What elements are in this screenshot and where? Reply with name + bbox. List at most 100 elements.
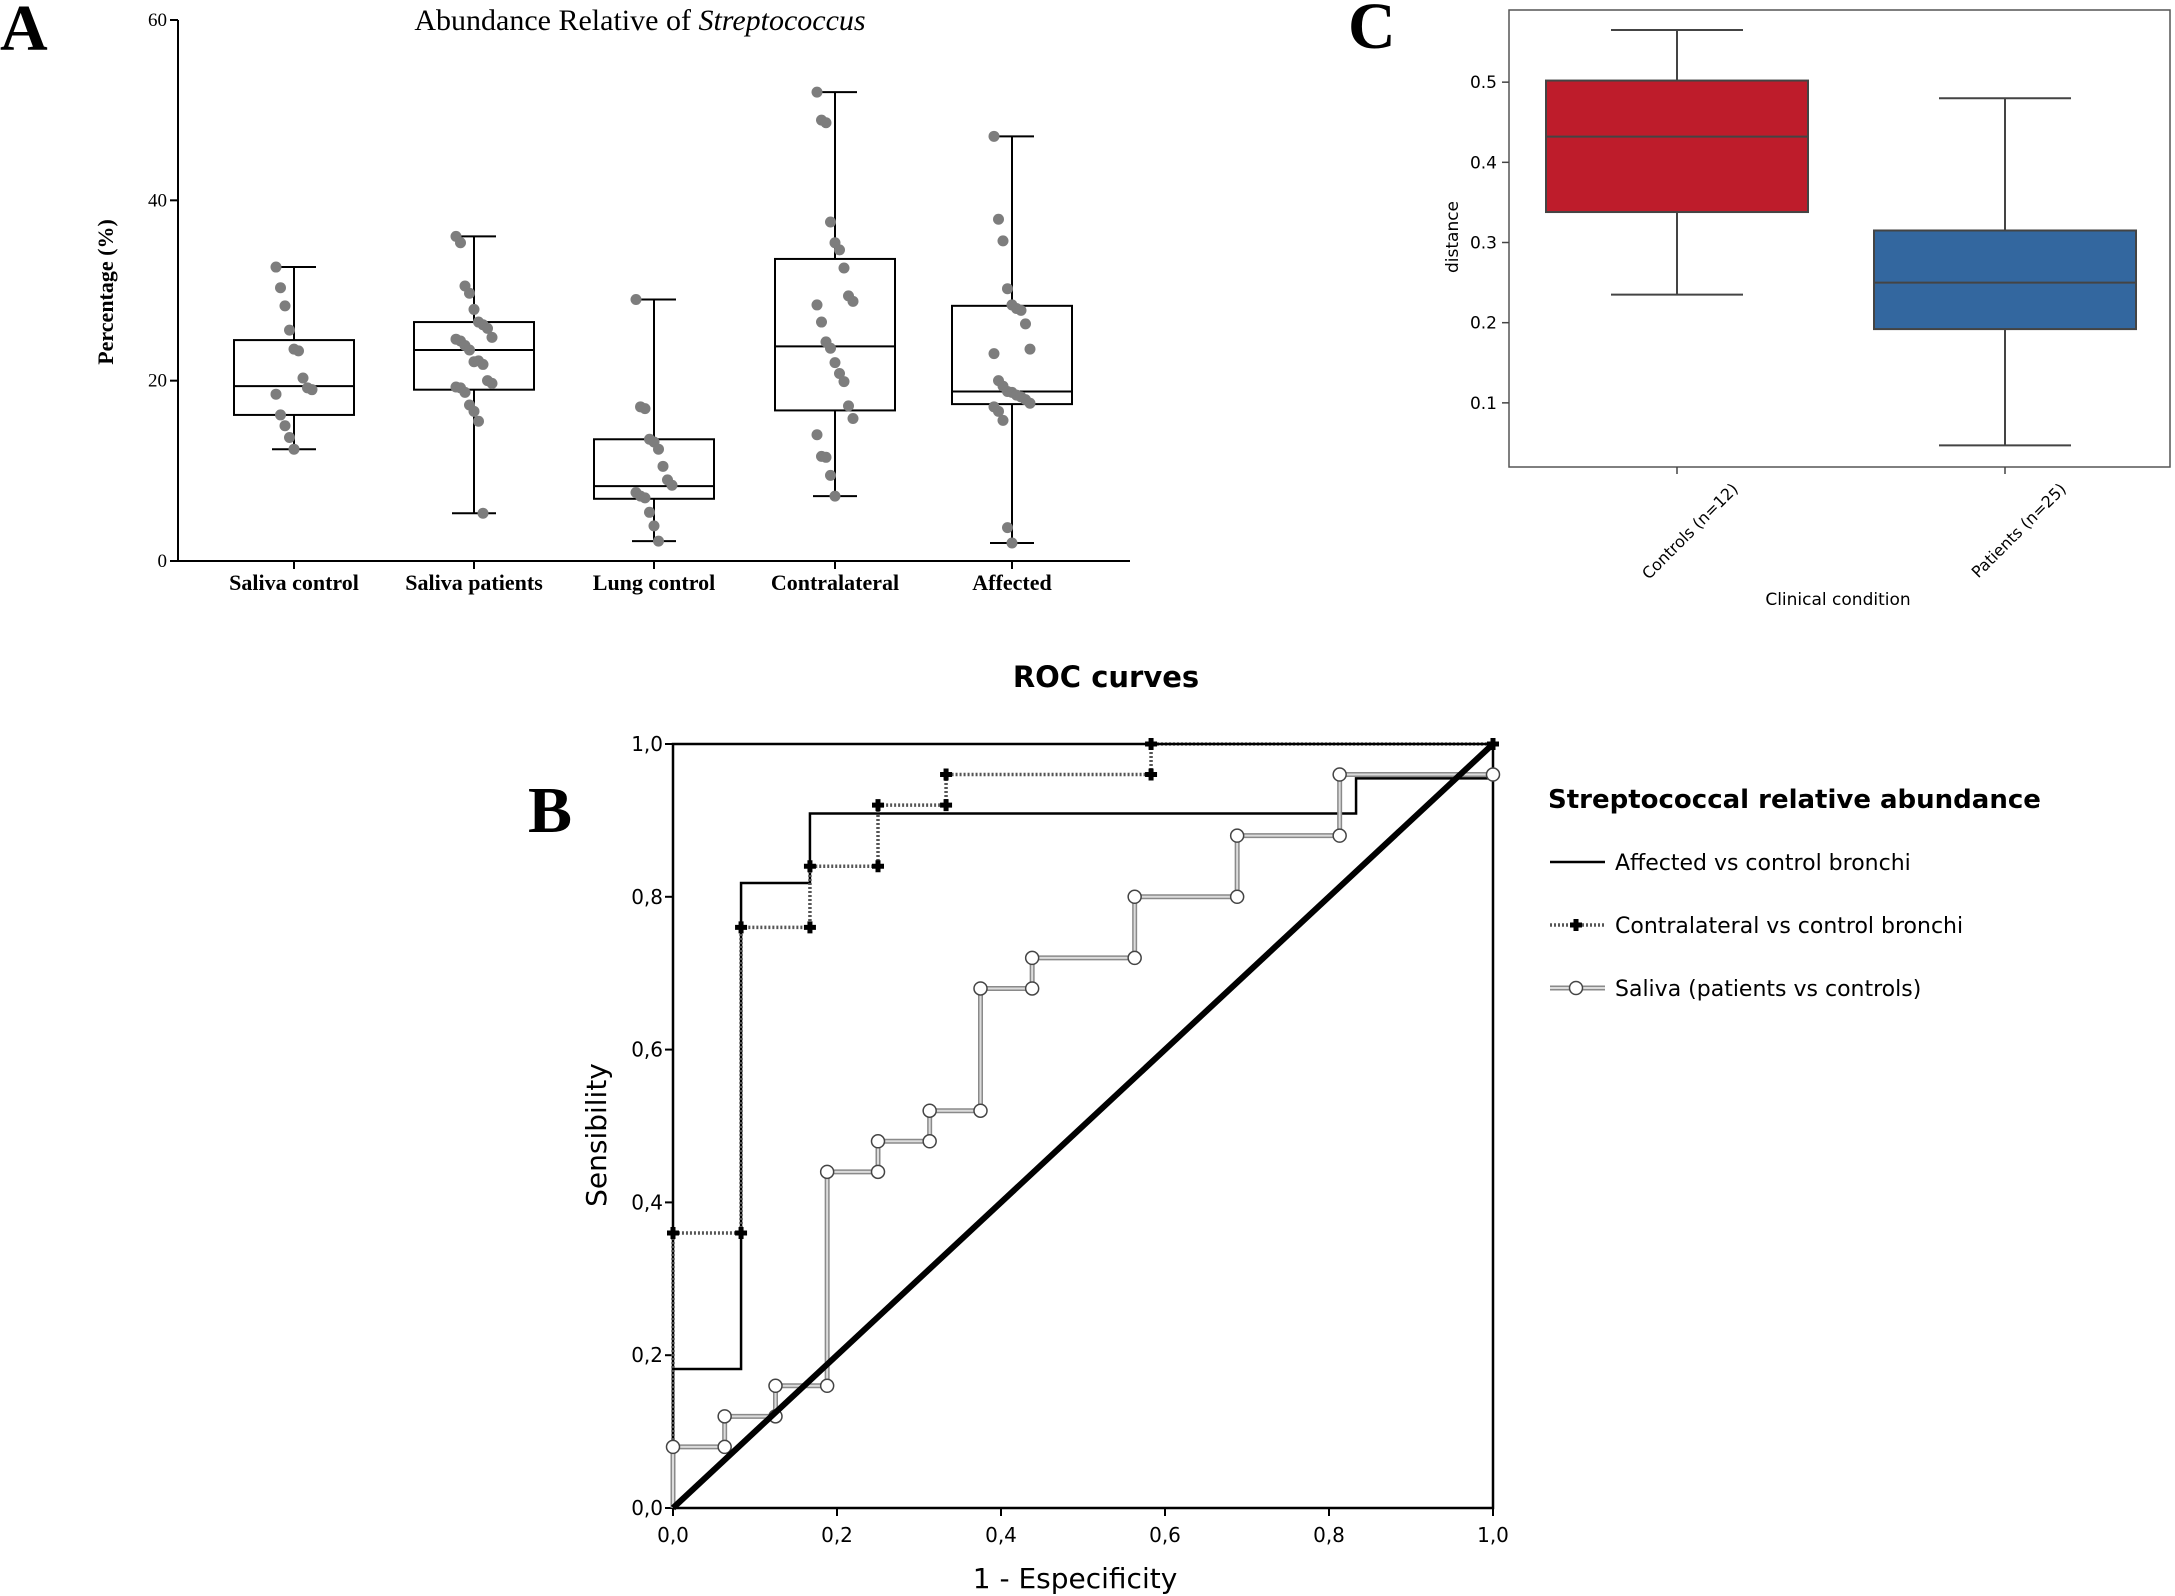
data-point <box>648 520 660 532</box>
circle-marker <box>768 1378 783 1394</box>
y-tick-label: 0.1 <box>1470 394 1497 414</box>
data-point <box>657 460 669 472</box>
data-point <box>811 429 823 441</box>
x-tick-label: 1,0 <box>1477 1523 1509 1547</box>
circle-marker <box>1024 950 1040 966</box>
x-tick-label: Saliva patients <box>405 570 543 595</box>
data-point <box>997 235 1009 247</box>
data-point <box>838 376 850 388</box>
data-point <box>843 400 854 412</box>
data-point <box>1015 304 1027 316</box>
reference-diagonal <box>670 741 1496 1511</box>
data-point <box>270 261 282 273</box>
data-point <box>455 237 466 249</box>
y-axis-label: distance <box>1443 201 1463 273</box>
data-point <box>653 535 664 547</box>
data-point <box>825 342 836 354</box>
data-point <box>288 443 300 455</box>
chart-title-plain: Abundance Relative of <box>414 4 698 37</box>
data-point <box>639 492 651 504</box>
cross-marker <box>1570 919 1582 931</box>
legend-label: Contralateral vs control bronchi <box>1615 914 1963 939</box>
x-tick-label: Patients (n=25) <box>1968 479 2070 581</box>
circle-marker <box>870 1164 886 1180</box>
plot-frame <box>1508 9 2171 468</box>
data-point <box>988 130 1000 142</box>
data-point <box>834 244 845 256</box>
circle-marker <box>1229 889 1245 905</box>
data-point <box>993 405 1004 417</box>
circle-marker <box>819 1378 835 1394</box>
y-tick-label: 0 <box>158 551 168 572</box>
data-point <box>666 479 678 491</box>
data-point <box>820 451 832 463</box>
circle-marker <box>1332 767 1347 782</box>
y-tick-label: 0,8 <box>631 885 663 909</box>
data-point <box>847 413 859 425</box>
data-point <box>464 344 475 356</box>
chart-title: Abundance Relative of Streptococcus <box>414 4 865 37</box>
data-point <box>279 420 291 432</box>
data-point <box>639 403 651 415</box>
roc-lines <box>665 738 1501 1511</box>
series-line-saliva-outer <box>670 772 1493 1508</box>
legend-title: Streptococcal relative abundance <box>1548 785 2041 815</box>
y-tick-label: 60 <box>148 10 167 31</box>
data-point <box>1002 283 1013 295</box>
y-axis-label: Percentage (%) <box>93 219 118 365</box>
y-tick-label: 40 <box>148 190 167 211</box>
x-tick-label: Controls (n=12) <box>1638 479 1742 583</box>
cross-marker <box>667 1226 679 1239</box>
cross-marker <box>872 799 884 812</box>
circle-marker <box>665 1439 681 1455</box>
x-tick-label: 0,2 <box>821 1523 853 1547</box>
data-point <box>486 377 498 389</box>
data-point <box>270 388 282 400</box>
iqr-box <box>1873 229 2137 331</box>
data-point <box>275 409 286 421</box>
panel-letter-c: C <box>1348 0 1396 63</box>
panel-a: A Abundance Relative of Streptococcus Pe… <box>0 0 1130 595</box>
data-point <box>468 405 480 417</box>
circle-marker <box>870 1134 886 1149</box>
cross-marker <box>803 921 816 934</box>
data-point <box>486 331 498 343</box>
data-point <box>1024 397 1036 409</box>
data-point <box>473 415 484 427</box>
series-line-saliva-inner <box>672 773 1493 1508</box>
legend-label: Affected vs control bronchi <box>1615 851 1911 876</box>
circle-marker <box>1127 950 1142 966</box>
circle-marker <box>717 1439 732 1455</box>
y-tick-label: 0,0 <box>631 1496 663 1520</box>
panel-letter-b: B <box>528 774 572 847</box>
cross-marker <box>1145 768 1158 781</box>
y-tick-label: 0,4 <box>631 1190 663 1214</box>
y-tick-label: 0.4 <box>1470 153 1497 173</box>
data-point <box>829 490 841 502</box>
data-point <box>988 348 1000 360</box>
circle-marker <box>1024 981 1040 996</box>
circle-marker <box>1485 767 1501 782</box>
circle-marker <box>973 981 988 996</box>
data-point <box>306 384 318 396</box>
y-tick-label: 0.2 <box>1470 314 1497 334</box>
data-point <box>477 358 489 370</box>
x-axis-label: 1 - Especificity <box>973 1562 1178 1595</box>
circle-marker <box>1568 980 1584 996</box>
legend-label: Saliva (patients vs controls) <box>1615 977 1921 1002</box>
cross-marker <box>803 860 816 873</box>
legend: Streptococcal relative abundance Affecte… <box>1548 785 2041 1002</box>
panel-letter-a: A <box>0 0 48 65</box>
data-point <box>297 372 309 384</box>
data-point <box>811 86 823 98</box>
x-tick-label: 0,6 <box>1149 1523 1181 1547</box>
x-tick-label: 0,0 <box>657 1523 689 1547</box>
y-tick-label: 20 <box>148 371 167 392</box>
data-point <box>811 299 823 311</box>
data-point <box>847 295 859 307</box>
data-point <box>293 345 304 357</box>
iqr-box <box>1545 79 1809 214</box>
data-point <box>459 386 471 398</box>
x-axis-label: Clinical condition <box>1765 590 1910 610</box>
